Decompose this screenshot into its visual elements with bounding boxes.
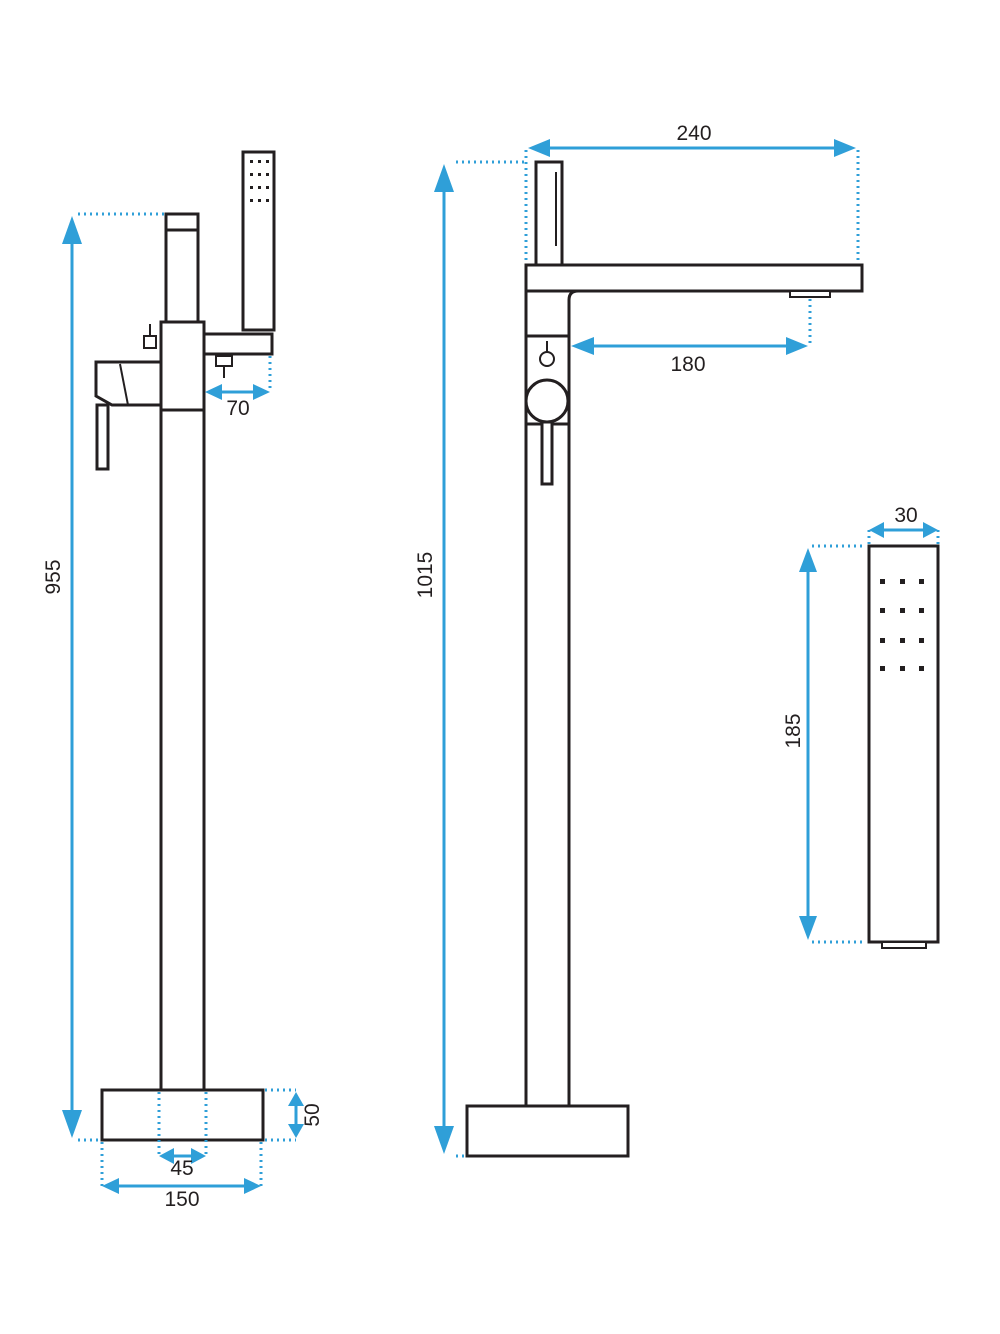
- dimension-185: 185: [782, 544, 866, 944]
- front-view: 1015 240 180: [414, 122, 864, 1158]
- dim-label-180: 180: [670, 353, 705, 376]
- side-holder-column: [164, 212, 200, 324]
- side-base-block: [100, 1088, 265, 1142]
- side-pipe: [159, 408, 206, 1092]
- side-diverter-knob: [143, 335, 157, 349]
- dim-label-70: 70: [226, 397, 249, 420]
- front-aerator: [789, 290, 831, 298]
- dimension-30: 30: [867, 504, 940, 544]
- dim-label-50: 50: [301, 1103, 324, 1126]
- dimension-150: 150: [100, 1142, 263, 1211]
- dimension-955: 955: [42, 212, 164, 1142]
- front-mixer-dial: [524, 378, 570, 424]
- dimension-240: 240: [524, 122, 860, 263]
- dim-label-240: 240: [676, 122, 711, 145]
- side-view: 955 70 50 45: [42, 150, 324, 1211]
- dim-label-30: 30: [894, 504, 917, 527]
- dimension-50: 50: [265, 1088, 324, 1142]
- side-shower-nozzles: [250, 160, 269, 202]
- side-lever-handle: [95, 403, 110, 471]
- front-base-block: [465, 1104, 630, 1158]
- dim-label-185: 185: [782, 713, 805, 748]
- front-pipe: [524, 422, 571, 1108]
- hand-shower-detail: 30 185: [782, 504, 940, 949]
- front-lever-handle: [540, 420, 554, 486]
- dim-label-150: 150: [164, 1188, 199, 1211]
- side-handle-housing: [94, 360, 163, 407]
- dimension-1015: 1015: [414, 160, 524, 1158]
- front-holder: [534, 160, 564, 267]
- dim-label-955: 955: [42, 559, 65, 594]
- side-hand-shower: [241, 150, 276, 332]
- dimension-180: 180: [571, 299, 812, 376]
- side-mixer-body: [159, 320, 206, 412]
- front-diverter-knob: [539, 351, 555, 367]
- dimension-70: 70: [205, 356, 272, 420]
- detail-shower-nozzles: [880, 579, 924, 671]
- side-connector: [215, 355, 233, 367]
- dim-label-1015: 1015: [414, 552, 437, 599]
- detail-shower-connector: [881, 941, 927, 949]
- dim-label-45: 45: [170, 1157, 193, 1180]
- side-spout-arm: [202, 332, 274, 356]
- detail-shower-body: [867, 544, 940, 944]
- dimension-45: 45: [157, 1092, 208, 1180]
